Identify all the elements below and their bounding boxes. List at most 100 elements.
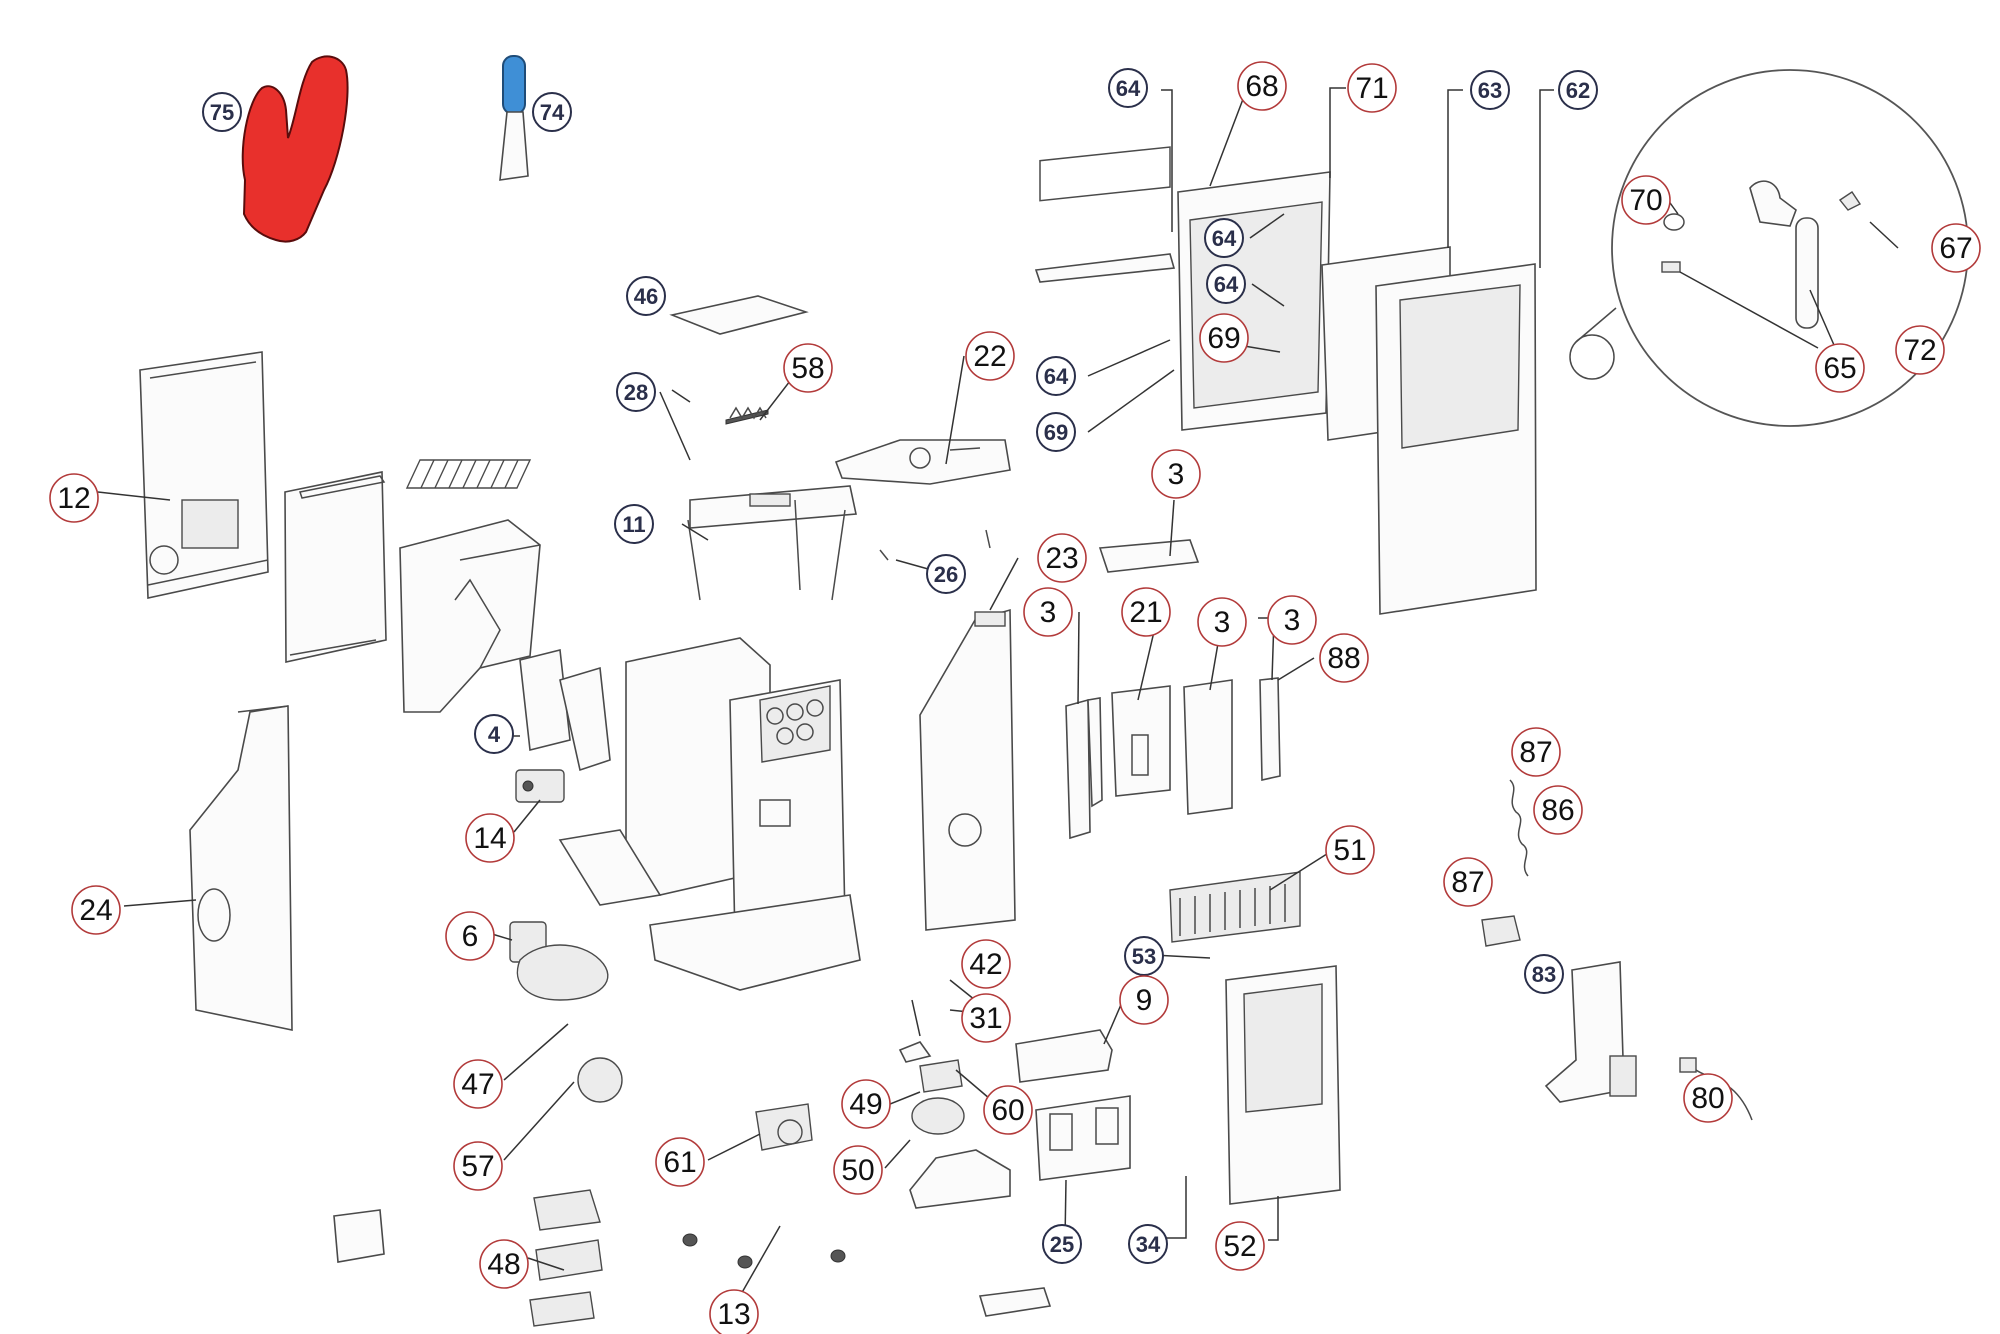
svg-text:12: 12 (57, 482, 90, 515)
callout-24: 24 (71, 885, 121, 935)
ash-box-part (1035, 1095, 1131, 1181)
callout-22: 22 (965, 331, 1015, 381)
callout-47: 47 (453, 1059, 503, 1109)
svg-text:21: 21 (1129, 596, 1162, 629)
svg-text:63: 63 (1478, 78, 1502, 103)
callout-86: 86 (1533, 785, 1583, 835)
svg-text:69: 69 (1044, 420, 1068, 445)
svg-text:31: 31 (969, 1002, 1002, 1035)
callout-74: 74 (532, 92, 572, 132)
callout-3d: 3 (1267, 595, 1317, 645)
svg-text:24: 24 (79, 894, 112, 927)
callout-64a: 64 (1108, 68, 1148, 108)
callout-80: 80 (1683, 1073, 1733, 1123)
svg-text:64: 64 (1116, 76, 1141, 101)
callout-87a: 87 (1511, 727, 1561, 777)
svg-text:83: 83 (1532, 962, 1556, 987)
tray-part (1015, 1029, 1113, 1083)
svg-text:3: 3 (1284, 604, 1301, 637)
lower-door-part (1225, 965, 1341, 1205)
svg-text:62: 62 (1566, 78, 1590, 103)
callout-87b: 87 (1443, 857, 1493, 907)
callout-3b: 3 (1023, 587, 1073, 637)
svg-text:28: 28 (624, 380, 648, 405)
callout-52: 52 (1215, 1221, 1265, 1271)
callout-11: 11 (614, 504, 654, 544)
svg-text:3: 3 (1214, 606, 1231, 639)
top-cover-part (834, 439, 1011, 485)
callout-48: 48 (479, 1239, 529, 1289)
grille-part (1169, 871, 1301, 943)
svg-text:46: 46 (634, 284, 658, 309)
callout-34: 34 (1128, 1224, 1168, 1264)
callout-65: 65 (1815, 343, 1865, 393)
callout-53: 53 (1124, 936, 1164, 976)
svg-text:69: 69 (1207, 322, 1240, 355)
svg-text:57: 57 (461, 1150, 494, 1183)
callout-14: 14 (465, 813, 515, 863)
svg-text:9: 9 (1136, 984, 1153, 1017)
lower-components-part (333, 921, 1052, 1327)
callout-50: 50 (833, 1145, 883, 1195)
motor-part (515, 769, 565, 803)
svg-text:75: 75 (210, 100, 234, 125)
svg-text:51: 51 (1333, 834, 1366, 867)
callout-13: 13 (709, 1289, 759, 1334)
svg-text:25: 25 (1050, 1232, 1074, 1257)
top-plate-part (669, 295, 809, 335)
top-bracket-part (687, 485, 857, 601)
callout-83: 83 (1524, 954, 1564, 994)
svg-text:11: 11 (622, 512, 645, 537)
spring-part (725, 406, 769, 425)
callout-69a: 69 (1199, 313, 1249, 363)
svg-text:68: 68 (1245, 70, 1278, 103)
svg-text:4: 4 (488, 722, 501, 747)
svg-text:26: 26 (934, 562, 958, 587)
callout-67: 67 (1931, 223, 1981, 273)
svg-text:22: 22 (973, 340, 1006, 373)
callout-26: 26 (926, 554, 966, 594)
svg-text:61: 61 (663, 1146, 696, 1179)
callout-60: 60 (983, 1085, 1033, 1135)
callout-69b: 69 (1036, 412, 1076, 452)
bracket-part (519, 649, 611, 772)
callout-88: 88 (1319, 633, 1369, 683)
svg-text:65: 65 (1823, 352, 1856, 385)
hood-part (399, 519, 541, 713)
svg-text:72: 72 (1903, 334, 1936, 367)
rear-panel-part (139, 351, 269, 599)
svg-text:53: 53 (1132, 944, 1156, 969)
back-shield-part (284, 471, 387, 663)
callout-3a: 3 (1151, 449, 1201, 499)
svg-text:50: 50 (841, 1154, 874, 1187)
callout-62: 62 (1558, 70, 1598, 110)
callout-31: 31 (961, 993, 1011, 1043)
svg-text:74: 74 (540, 100, 565, 125)
callout-75: 75 (202, 92, 242, 132)
callout-64d: 64 (1036, 356, 1076, 396)
svg-text:47: 47 (461, 1068, 494, 1101)
svg-text:80: 80 (1691, 1082, 1724, 1115)
baffle-parts (1065, 539, 1281, 840)
callout-72: 72 (1895, 325, 1945, 375)
grate-part (405, 459, 532, 489)
callout-3c: 3 (1197, 597, 1247, 647)
callout-6: 6 (445, 911, 495, 961)
stove-body-part (558, 637, 861, 991)
callout-9: 9 (1119, 975, 1169, 1025)
svg-text:3: 3 (1040, 596, 1057, 629)
svg-text:64: 64 (1214, 272, 1239, 297)
svg-text:70: 70 (1629, 184, 1662, 217)
svg-text:34: 34 (1136, 1232, 1161, 1257)
door-assembly-part (1034, 146, 1537, 615)
svg-text:23: 23 (1045, 542, 1078, 575)
svg-text:60: 60 (991, 1094, 1024, 1127)
callout-64b: 64 (1204, 218, 1244, 258)
svg-text:67: 67 (1939, 232, 1972, 265)
svg-text:14: 14 (473, 822, 506, 855)
callout-4: 4 (474, 714, 514, 754)
callout-28: 28 (616, 372, 656, 412)
svg-text:42: 42 (969, 948, 1002, 981)
svg-text:71: 71 (1355, 72, 1388, 105)
glove-part (241, 55, 349, 243)
